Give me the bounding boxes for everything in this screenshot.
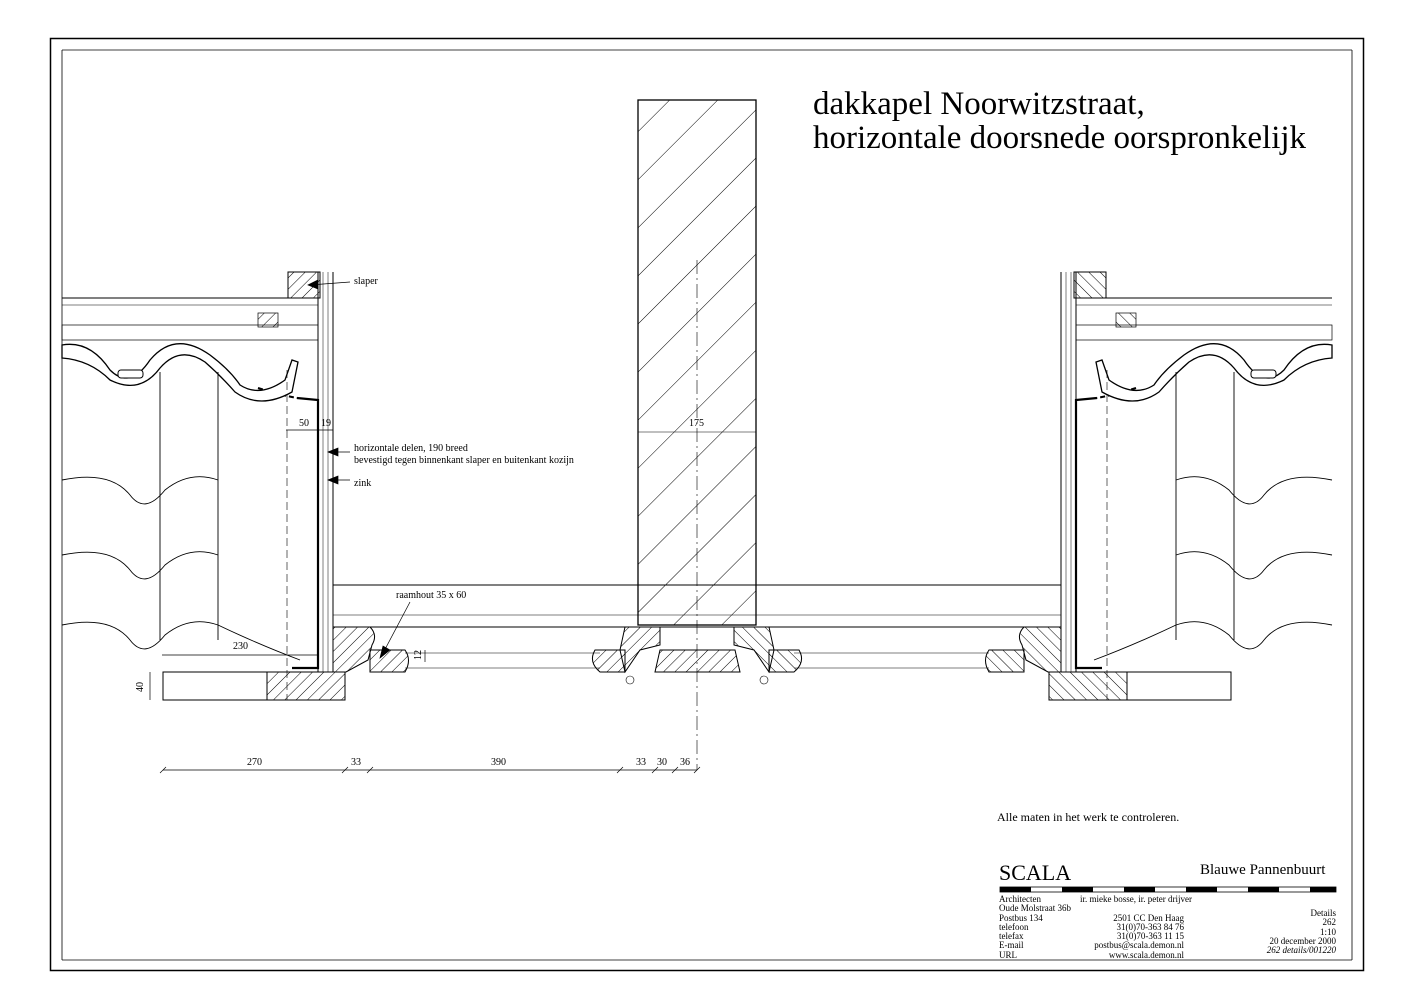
dim-40: 40 [135, 682, 146, 692]
title-block-labels: Architecten Oude Molstraat 36b Postbus 1… [999, 894, 1071, 960]
tb-detail: 20 december 2000 [1269, 935, 1336, 946]
label-raamhout: raamhout 35 x 60 [396, 590, 467, 601]
dim-36: 36 [680, 757, 690, 768]
drawing-title-line2: horizontale doorsnede oorspronkelijk [813, 120, 1307, 156]
dim-50: 50 [299, 418, 309, 429]
tb-label: URL [999, 949, 1017, 960]
tb-label: Architecten [999, 894, 1041, 904]
dim-12: 12 [413, 650, 424, 660]
tb-label: telefax [999, 931, 1024, 942]
firm-name: SCALA [999, 860, 1072, 885]
dimension-lines [149, 279, 701, 774]
dim-390: 390 [491, 757, 506, 768]
dim-230: 230 [233, 641, 248, 652]
project-name: Blauwe Pannenbuurt [1200, 862, 1326, 878]
dim-270: 270 [247, 757, 262, 768]
sheet-border [49, 37, 1365, 972]
tb-value: 31(0)70-363 84 76 [1116, 921, 1185, 932]
tb-detail: 1:10 [1319, 926, 1336, 937]
right-side-section [732, 270, 1334, 702]
tb-value: ir. mieke bosse, ir. peter drijver [1080, 894, 1192, 904]
tb-label: Postbus 134 [999, 912, 1043, 923]
tb-detail: Details [1310, 908, 1337, 918]
drawing-title-line1: dakkapel Noorwitzstraat, [813, 86, 1145, 122]
tb-detail: 262 [1322, 917, 1337, 928]
tb-value: www.scala.demon.nl [1108, 949, 1184, 960]
dim-30: 30 [657, 757, 667, 768]
label-horizontale-delen: horizontale delen, 190 breed [354, 443, 468, 454]
dim-19: 19 [321, 418, 331, 429]
tb-label: E-mail [999, 940, 1024, 951]
label-bevestigd: bevestigd tegen binnenkant slaper en bui… [354, 455, 574, 466]
dim-175: 175 [689, 418, 704, 429]
tb-value: 2501 CC Den Haag [1113, 912, 1184, 923]
dim-33b: 33 [636, 757, 646, 768]
title-block-details: Details 262 1:10 20 december 2000 262 de… [1236, 908, 1337, 956]
label-slaper: slaper [354, 276, 378, 287]
tb-value: 31(0)70-363 11 15 [1116, 931, 1184, 942]
tb-label: Oude Molstraat 36b [999, 903, 1071, 914]
general-note: Alle maten in het werk te controleren. [997, 810, 1180, 824]
tb-detail: 262 details/001220 [1266, 945, 1336, 956]
tb-value: postbus@scala.demon.nl [1094, 940, 1184, 951]
label-zink: zink [354, 478, 372, 489]
center-sill [654, 649, 741, 673]
title-block-values: ir. mieke bosse, ir. peter drijver 2501 … [1070, 894, 1192, 960]
tb-label: telefoon [999, 921, 1029, 932]
dim-33a: 33 [351, 757, 361, 768]
title-block-scale-bar [999, 886, 1337, 893]
